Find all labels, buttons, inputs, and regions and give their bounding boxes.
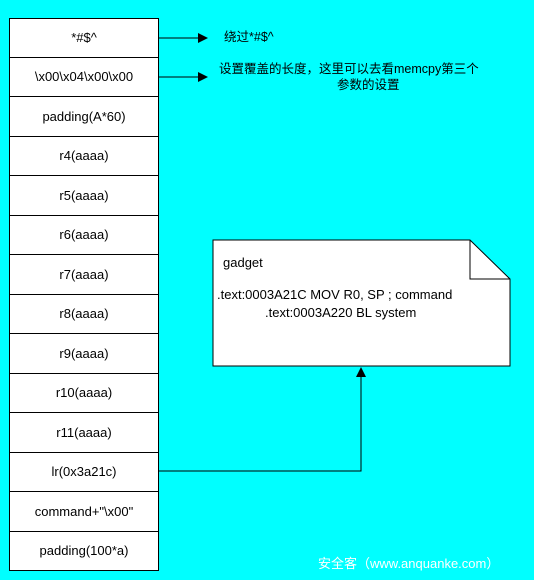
stack-cell: padding(A*60) xyxy=(9,97,159,137)
length-note: 设置覆盖的长度，这里可以去看memcpy第三个 参数的设置 xyxy=(219,61,534,93)
stack-cell: r11(aaaa) xyxy=(9,413,159,453)
gadget-title: gadget xyxy=(223,255,263,270)
watermark: 安全客（www.anquanke.com） xyxy=(318,556,500,571)
stack-cell: r9(aaaa) xyxy=(9,334,159,374)
stack-cell: r4(aaaa) xyxy=(9,136,159,176)
stack-cell: r7(aaaa) xyxy=(9,255,159,295)
stack-cell: command+"\x00" xyxy=(9,492,159,532)
bypass-note: 绕过*#$^ xyxy=(224,30,274,44)
gadget-note-fold xyxy=(469,240,510,280)
stack-cell: *#$^ xyxy=(9,18,159,58)
stack-cell: r10(aaaa) xyxy=(9,373,159,413)
stack-cell: padding(100*a) xyxy=(9,531,159,571)
stack-cell: lr(0x3a21c) xyxy=(9,452,159,492)
stack-cell: r6(aaaa) xyxy=(9,215,159,255)
gadget-line-bl: .text:0003A220 BL system xyxy=(265,305,417,320)
arrow-lr-to-gadget xyxy=(159,367,366,472)
stack-cell: \x00\x04\x00\x00 xyxy=(9,57,159,97)
stack-cell: r5(aaaa) xyxy=(9,176,159,216)
length-note-line2: 参数的设置 xyxy=(337,78,400,92)
gadget-note-box xyxy=(212,239,511,367)
gadget-line-mov: .text:0003A21C MOV R0, SP ; command xyxy=(217,287,453,302)
length-note-line1: 设置覆盖的长度，这里可以去看memcpy第三个 xyxy=(219,62,479,76)
stack-cell: r8(aaaa) xyxy=(9,294,159,334)
